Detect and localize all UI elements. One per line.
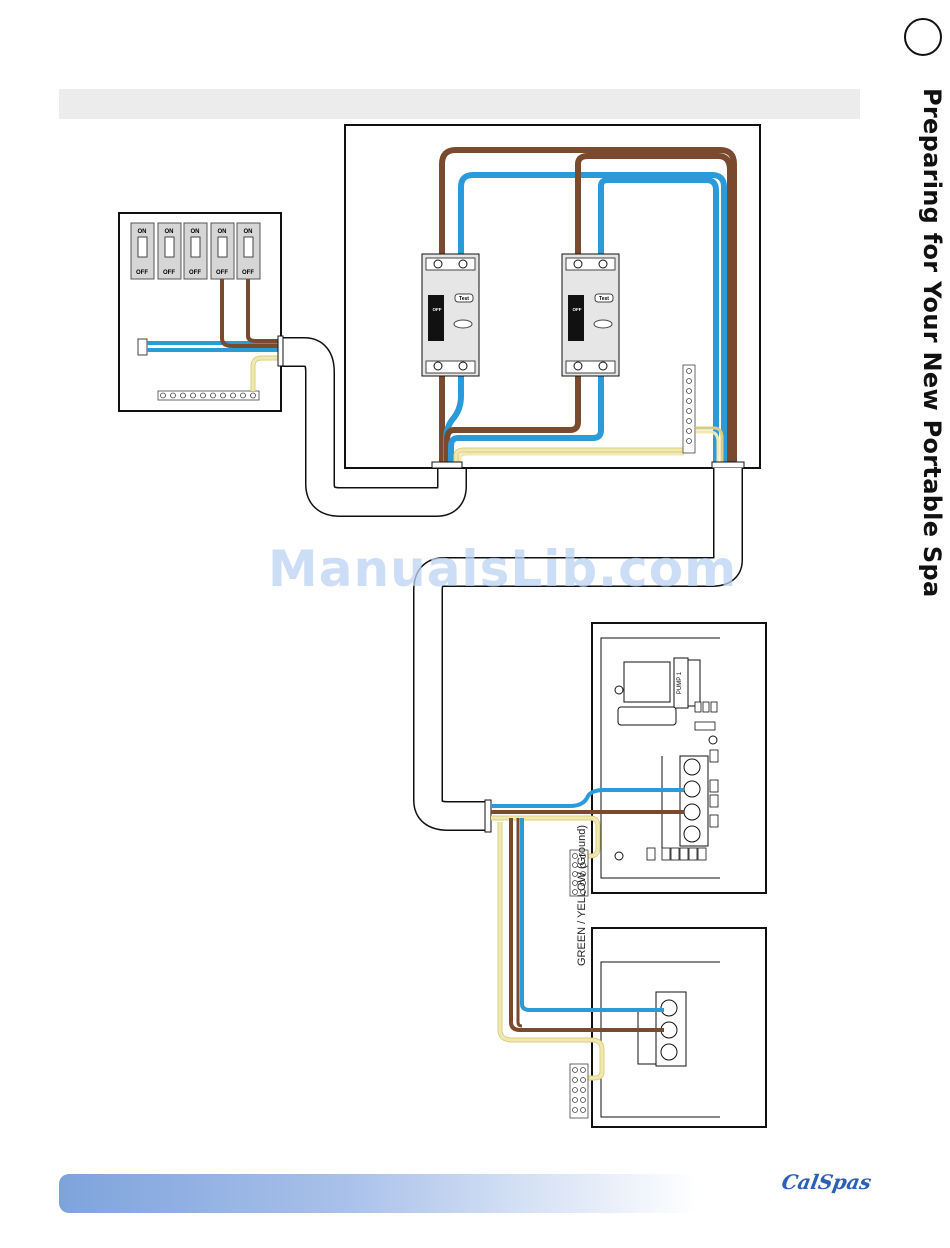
switch-on-label: ON: [244, 229, 253, 235]
panel-switch-1: ON OFF: [131, 223, 154, 279]
rcd-test-label: Test: [599, 296, 609, 302]
panel-switches: ON OFF ON OFF ON OFF ON OFF ON OFF: [131, 223, 260, 279]
rcd-off-label: OFF: [573, 307, 582, 312]
fuse: [618, 707, 676, 725]
ground-wire-label: GREEN / YELLOW (Ground): [576, 825, 588, 966]
panel-switch-3: ON OFF: [184, 223, 207, 279]
rcd-off-label: OFF: [433, 307, 442, 312]
conduit-fitting: [485, 800, 491, 832]
watermark: ManualsLib.com: [268, 540, 737, 598]
rcd-test-label: Test: [459, 296, 469, 302]
rcd-breaker-2: Test OFF: [562, 254, 619, 376]
conduit-fitting: [278, 336, 283, 366]
pump-label: PUMP 1: [677, 671, 683, 694]
switch-off-label: OFF: [242, 270, 254, 276]
neutral-bar: [138, 339, 147, 355]
switch-off-label: OFF: [163, 270, 175, 276]
panel-switch-5: ON OFF: [237, 223, 260, 279]
brand-logo: CalSpas: [780, 1170, 873, 1194]
pump-relay: PUMP 1: [624, 658, 700, 708]
conduit-fitting: [432, 462, 462, 468]
conduit-fitting: [712, 462, 744, 468]
rcd-breaker-1: Test OFF: [422, 254, 479, 376]
switch-on-label: ON: [165, 229, 174, 235]
switch-off-label: OFF: [216, 270, 228, 276]
switch-off-label: OFF: [189, 270, 201, 276]
rcd-ground-bar: [683, 365, 695, 453]
ground-bar: [158, 391, 259, 400]
switch-on-label: ON: [218, 229, 227, 235]
switch-on-label: ON: [138, 229, 147, 235]
switch-on-label: ON: [191, 229, 200, 235]
switch-off-label: OFF: [136, 270, 148, 276]
panel-switch-4: ON OFF: [211, 223, 234, 279]
panel-switch-2: ON OFF: [158, 223, 181, 279]
ground-terminal-2: [570, 1064, 588, 1118]
